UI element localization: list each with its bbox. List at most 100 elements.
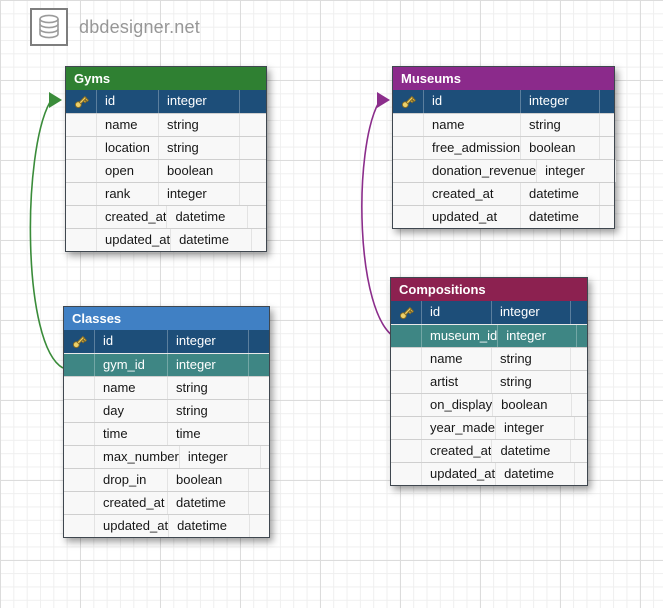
- field-icon-empty: [64, 469, 94, 491]
- table-header-gyms[interactable]: Gyms: [66, 67, 266, 90]
- field-end-cell: [599, 90, 614, 113]
- field-end-cell: [248, 354, 269, 376]
- field-type: string: [167, 400, 248, 422]
- field-end-cell: [249, 515, 270, 537]
- field-type: datetime: [166, 206, 247, 228]
- field-type: string: [158, 114, 239, 136]
- field-type: integer: [520, 90, 599, 113]
- relation-line-compositions-museums[interactable]: [361, 101, 397, 339]
- field-name: name: [94, 377, 167, 399]
- relation-line-classes-gyms[interactable]: [29, 101, 64, 369]
- relation-arrowhead-gyms-id: [49, 92, 62, 108]
- field-name: created_at: [421, 440, 491, 462]
- field-type: boolean: [520, 137, 599, 159]
- field-end-cell: [239, 183, 266, 205]
- field-name: artist: [421, 371, 491, 393]
- field-type: integer: [167, 330, 248, 353]
- field-name: name: [421, 348, 491, 370]
- field-end-cell: [251, 229, 278, 251]
- field-end-cell: [615, 160, 630, 182]
- field-end-cell: [248, 377, 269, 399]
- field-end-cell: [599, 114, 614, 136]
- field-end-cell: [570, 440, 587, 462]
- field-name: max_number: [94, 446, 179, 468]
- primary-key-icon: [391, 301, 421, 324]
- field-end-cell: [239, 90, 266, 113]
- field-type: datetime: [167, 492, 248, 514]
- field-end-cell: [570, 371, 587, 393]
- field-icon-empty: [66, 206, 96, 228]
- field-name: free_admission: [423, 137, 520, 159]
- field-icon-empty: [66, 137, 96, 159]
- field-end-cell: [239, 137, 266, 159]
- field-name: updated_at: [96, 229, 170, 251]
- field-name: on_display: [421, 394, 492, 416]
- field-type: string: [491, 348, 570, 370]
- field-name: created_at: [96, 206, 166, 228]
- field-icon-empty: [393, 160, 423, 182]
- field-type: boolean: [167, 469, 248, 491]
- app-logo[interactable]: dbdesigner.net: [30, 8, 200, 46]
- field-type: string: [491, 371, 570, 393]
- app-title: dbdesigner.net: [79, 16, 200, 37]
- field-type: integer: [167, 354, 248, 376]
- field-icon-empty: [393, 137, 423, 159]
- field-icon-empty: [66, 183, 96, 205]
- field-end-cell: [247, 206, 274, 228]
- table-header-classes[interactable]: Classes: [64, 307, 269, 330]
- relation-arrowhead-museums-id: [377, 92, 390, 108]
- table-header-museums[interactable]: Museums: [393, 67, 614, 90]
- field-end-cell: [570, 348, 587, 370]
- primary-key-icon: [393, 90, 423, 113]
- field-type: integer: [158, 90, 239, 113]
- table-header-compositions[interactable]: Compositions: [391, 278, 587, 301]
- field-end-cell: [248, 492, 269, 514]
- field-icon-empty: [66, 160, 96, 182]
- field-end-cell: [599, 183, 614, 205]
- field-name: location: [96, 137, 158, 159]
- field-end-cell: [239, 114, 266, 136]
- field-name: created_at: [423, 183, 520, 205]
- field-end-cell: [599, 206, 614, 228]
- field-name: day: [94, 400, 167, 422]
- field-end-cell: [239, 160, 266, 182]
